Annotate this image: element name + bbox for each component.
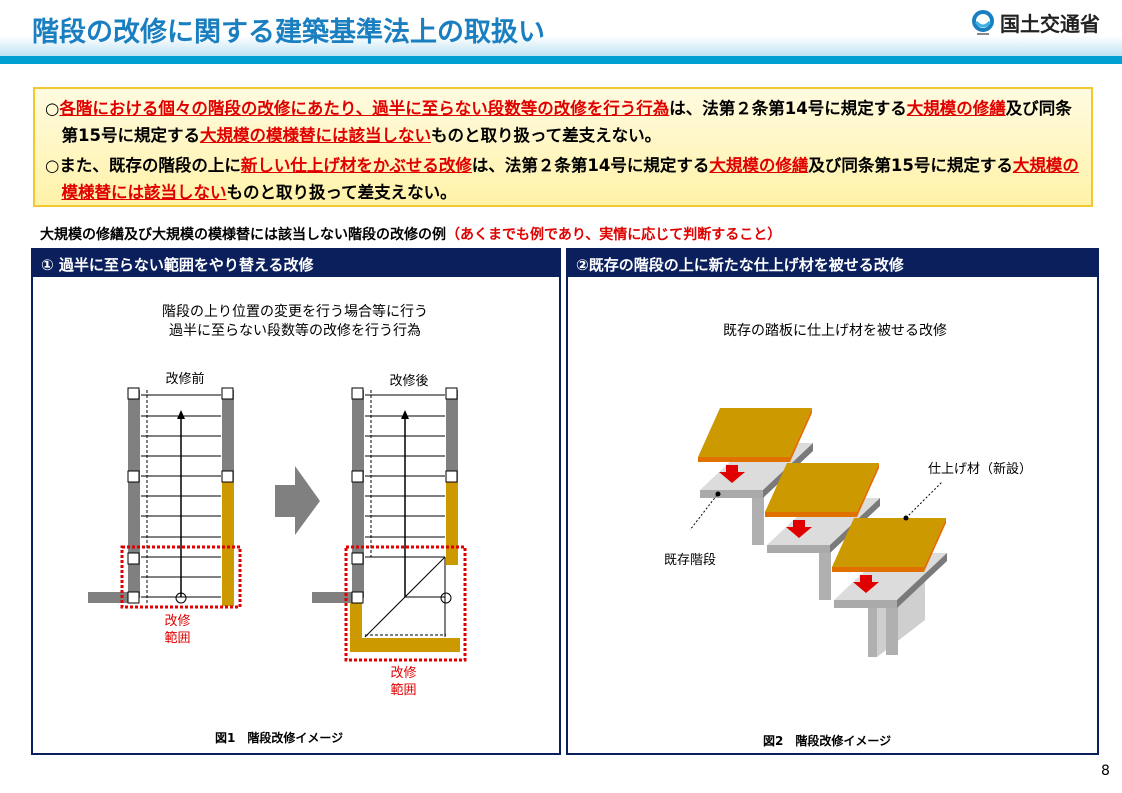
summary-text: ○また、既存の階段の上に xyxy=(45,156,241,175)
examples-heading-text: 大規模の修繕及び大規模の模様替には該当しない階段の改修の例 xyxy=(40,227,446,243)
summary-text: ものと取り扱って差支えない。 xyxy=(226,183,457,202)
mlit-logo-icon xyxy=(972,9,994,35)
range-label-before: 改修範囲 xyxy=(164,614,191,646)
panel-1-desc-1: 階段の上り位置の変更を行う場合等に行う xyxy=(162,304,428,320)
panel-2-title: ②既存の階段の上に新たな仕上げ材を被せる改修 xyxy=(568,250,1097,277)
header-rule xyxy=(0,56,1122,64)
highlighted-text: 各階における個々の階段の改修にあたり、過半に至らない段数等の改修を行う行為 xyxy=(59,99,670,118)
summary-paragraph-2: ○また、既存の階段の上に新しい仕上げ材をかぶせる改修は、法第２条第14号に規定す… xyxy=(45,152,1081,206)
finish-label: 仕上げ材（新設） xyxy=(928,462,1033,477)
page-number: 8 xyxy=(1101,763,1110,779)
figure-2-caption: 図2 階段改修イメージ xyxy=(763,734,892,748)
panel-1-title: ① 過半に至らない範囲をやり替える改修 xyxy=(33,250,559,277)
highlighted-text: 新しい仕上げ材をかぶせる改修 xyxy=(240,156,472,175)
page-title: 階段の改修に関する建築基準法上の取扱い xyxy=(32,17,545,48)
summary-text: は、法第２条第14号に規定する xyxy=(471,156,710,175)
summary-text: 及び同条第15号に規定する xyxy=(61,99,1072,145)
header-band xyxy=(0,36,1122,56)
summary-box: ○各階における個々の階段の改修にあたり、過半に至らない段数等の改修を行う行為は、… xyxy=(33,87,1093,207)
highlighted-text: 大規模の修繕 xyxy=(906,99,1006,118)
ministry-logo: 国土交通省 xyxy=(972,8,1100,37)
summary-text: は、法第２条第14号に規定する xyxy=(669,99,907,118)
logo-text: 国土交通省 xyxy=(1000,12,1100,36)
summary-text: ○ xyxy=(45,99,60,118)
summary-paragraph-1: ○各階における個々の階段の改修にあたり、過半に至らない段数等の改修を行う行為は、… xyxy=(45,95,1081,149)
highlighted-text: 大規模の修繕 xyxy=(709,156,809,175)
panel-2-desc: 既存の踏板に仕上げ材を被せる改修 xyxy=(723,323,947,339)
examples-heading: 大規模の修繕及び大規模の模様替には該当しない階段の改修の例（あくまでも例であり、… xyxy=(40,224,781,244)
panel-1-desc-2: 過半に至らない段数等の改修を行う行為 xyxy=(169,323,421,339)
summary-text: 及び同条第15号に規定する xyxy=(808,156,1013,175)
examples-heading-note: （あくまでも例であり、実情に応じて判断すること） xyxy=(446,227,782,243)
highlighted-text: 大規模の模様替には該当しない xyxy=(199,126,431,145)
range-label-after: 改修範囲 xyxy=(390,666,417,698)
before-label: 改修前 xyxy=(165,372,205,387)
figure-1-caption: 図1 階段改修イメージ xyxy=(215,731,344,745)
after-label: 改修後 xyxy=(389,374,429,389)
highlighted-text: 大規模の模様替には該当しない xyxy=(61,156,1079,202)
summary-text: ものと取り扱って差支えない。 xyxy=(430,126,662,145)
existing-stair-label: 既存階段 xyxy=(664,553,717,568)
